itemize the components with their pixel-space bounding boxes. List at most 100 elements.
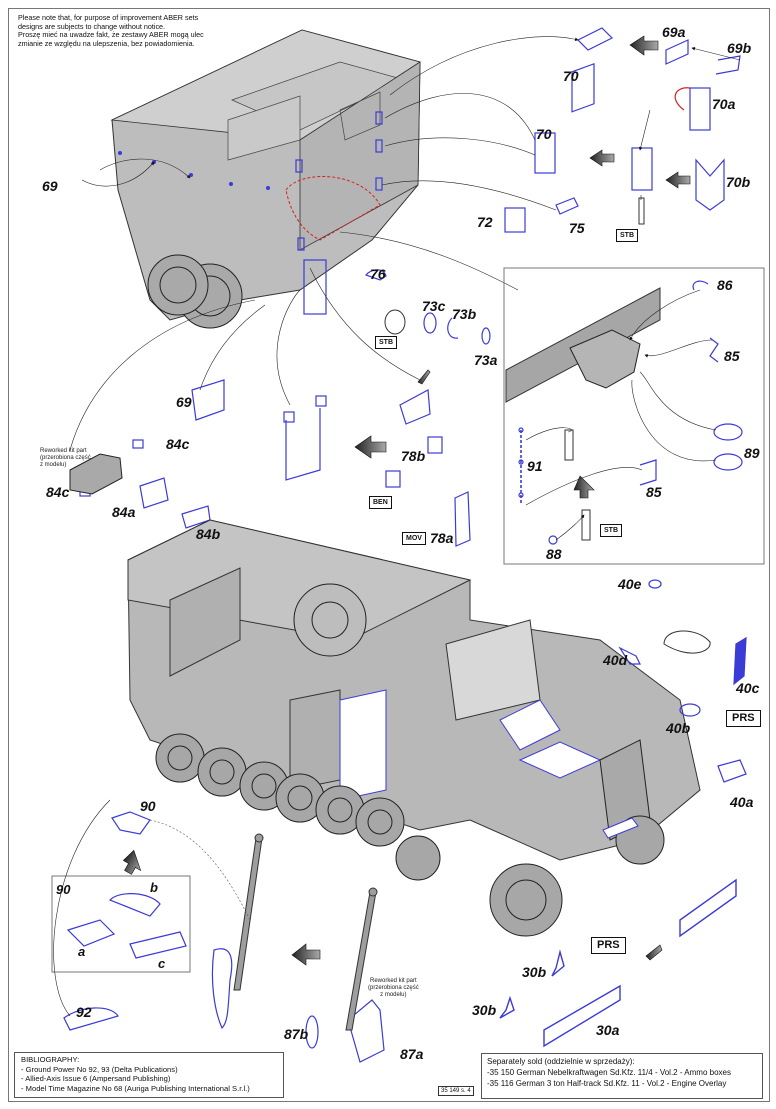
hull-hinges [295, 111, 383, 315]
part-label-69b: 69b [727, 40, 752, 56]
revision-notice: Please note that, for purpose of improve… [18, 13, 258, 48]
bibliography-item: - Allied-Axis Issue 6 (Ampersand Publish… [21, 1074, 171, 1084]
notice-line: zmianie ze względu na ulepszenia, bez po… [18, 38, 195, 48]
halftrack-vehicle [127, 519, 701, 937]
material-tag-stb: STB [616, 229, 638, 242]
arrow-upright-icon [645, 944, 663, 961]
pin-part [638, 197, 645, 225]
reworked-note-line: z modelu) [380, 992, 407, 998]
part-label-30b: 30b [472, 1002, 497, 1018]
material-tag-stb: STB [375, 336, 397, 349]
part-40-group [618, 579, 747, 783]
reworked-kit-note: Reworked kit part (przerobiona część z m… [368, 978, 419, 999]
reworked-note-line: (przerobiona część [40, 455, 91, 461]
part-label-76: 76 [370, 266, 386, 282]
part-label-40a: 40a [730, 794, 754, 810]
part-label-90-inset: 90 [56, 882, 71, 897]
part-label-70: 70 [563, 68, 579, 84]
part-label-85: 85 [646, 484, 662, 500]
bibliography-item: - Ground Power No 92, 93 (Delta Publicat… [21, 1064, 178, 1074]
hull-road-wheels [147, 254, 243, 329]
material-tag-ben: BEN [369, 496, 392, 509]
leader-lines [69, 36, 741, 451]
headlight-part [663, 630, 711, 654]
material-tag-stb: STB [600, 524, 622, 537]
reworked-note-line: Reworked kit part [40, 448, 87, 454]
part-label-78a: 78a [430, 530, 454, 546]
bibliography-item: - Model Time Magazine No 68 (Auriga Publ… [21, 1083, 250, 1093]
reworked-note-line: (przerobiona część [368, 985, 419, 991]
arrow-up-icon [573, 475, 595, 499]
part-label-30b: 30b [522, 964, 547, 980]
part-label-70a: 70a [712, 96, 736, 112]
middle-parts [79, 269, 491, 547]
arrow-left-icon [665, 171, 691, 189]
separately-sold-box: Separately sold (oddzielnie w sprzedaży)… [481, 1053, 763, 1099]
part-label-87a: 87a [400, 1046, 424, 1062]
reworked-note-line: z modelu) [40, 462, 67, 468]
reworked-kit-note: Reworked kit part (przerobiona część z m… [40, 448, 91, 469]
part-label-72: 72 [477, 214, 493, 230]
part-label-90-c: c [158, 956, 166, 971]
reworked-note-line: Reworked kit part [370, 978, 417, 984]
part-label-73b: 73b [452, 306, 477, 322]
part-label-85: 85 [724, 348, 740, 364]
part-label-73a: 73a [474, 352, 498, 368]
bibliography-box: BIBLIOGRAPHY: - Ground Power No 92, 93 (… [14, 1052, 284, 1098]
part-label-92: 92 [76, 1004, 92, 1020]
part-label-86: 86 [717, 277, 733, 293]
part-label-40d: 40d [603, 652, 628, 668]
material-tag-prs: PRS [726, 710, 761, 727]
part-label-69: 69 [42, 178, 58, 194]
reworked-box-part [69, 453, 123, 495]
notice-line: designs are subjects to change without n… [18, 21, 166, 31]
part-label-90: 90 [140, 798, 156, 814]
bibliography-title: BIBLIOGRAPHY: [21, 1055, 80, 1064]
rear-hull-view [110, 29, 421, 329]
part-label-69: 69 [176, 394, 192, 410]
part-label-84a: 84a [112, 504, 136, 520]
part-label-88: 88 [546, 546, 562, 562]
material-tag-prs: PRS [591, 937, 626, 954]
part-label-90-b: b [150, 880, 158, 895]
part-label-84b: 84b [196, 526, 221, 542]
arrow-left-icon [354, 435, 387, 459]
part-label-40c: 40c [736, 680, 760, 696]
tow-hitch-inset [503, 267, 765, 565]
shovel-handles [233, 833, 378, 1031]
part-label-84c: 84c [166, 436, 190, 452]
arrow-left-icon [589, 149, 615, 167]
separately-sold-title: Separately sold (oddzielnie w sprzedaży)… [487, 1057, 635, 1066]
page-code: 35 149 s. 4 [438, 1086, 474, 1096]
part-label-87b: 87b [284, 1026, 309, 1042]
part-label-90-a: a [78, 944, 86, 959]
tow-hitch-detail [505, 280, 743, 545]
separately-sold-item: -35 116 German 3 ton Half-track Sd.Kfz. … [487, 1079, 727, 1088]
arrow-down-icon [417, 369, 431, 385]
part-label-40b: 40b [666, 720, 691, 736]
arrow-left-icon [629, 35, 659, 56]
leader-line [53, 799, 111, 1017]
tool-clamp-parts [63, 811, 385, 1063]
direction-arrows [122, 35, 691, 966]
part-label-89: 89 [744, 445, 760, 461]
material-tag-mov: MOV [402, 532, 426, 545]
part-label-84c: 84c [46, 484, 70, 500]
part-label-30a: 30a [596, 1022, 620, 1038]
lamp-lens [384, 309, 406, 335]
part-label-69a: 69a [662, 24, 686, 40]
part-label-75: 75 [569, 220, 585, 236]
part-label-70: 70 [536, 126, 552, 142]
part-30-group [499, 878, 737, 1048]
part-label-70b: 70b [726, 174, 751, 190]
separately-sold-item: -35 150 German Nebelkraftwagen Sd.Kfz. 1… [487, 1068, 731, 1077]
notice-line: Proszę mieć na uwadze fakt, że zestawy A… [18, 30, 204, 40]
tool-clamp-inset [51, 875, 191, 973]
part-label-78b: 78b [401, 448, 426, 464]
part-label-40e: 40e [618, 576, 642, 592]
notice-line: Please note that, for purpose of improve… [18, 13, 199, 22]
rotate-arrow-icon [674, 87, 691, 111]
part-label-73c: 73c [422, 298, 446, 314]
part-label-91: 91 [527, 458, 543, 474]
